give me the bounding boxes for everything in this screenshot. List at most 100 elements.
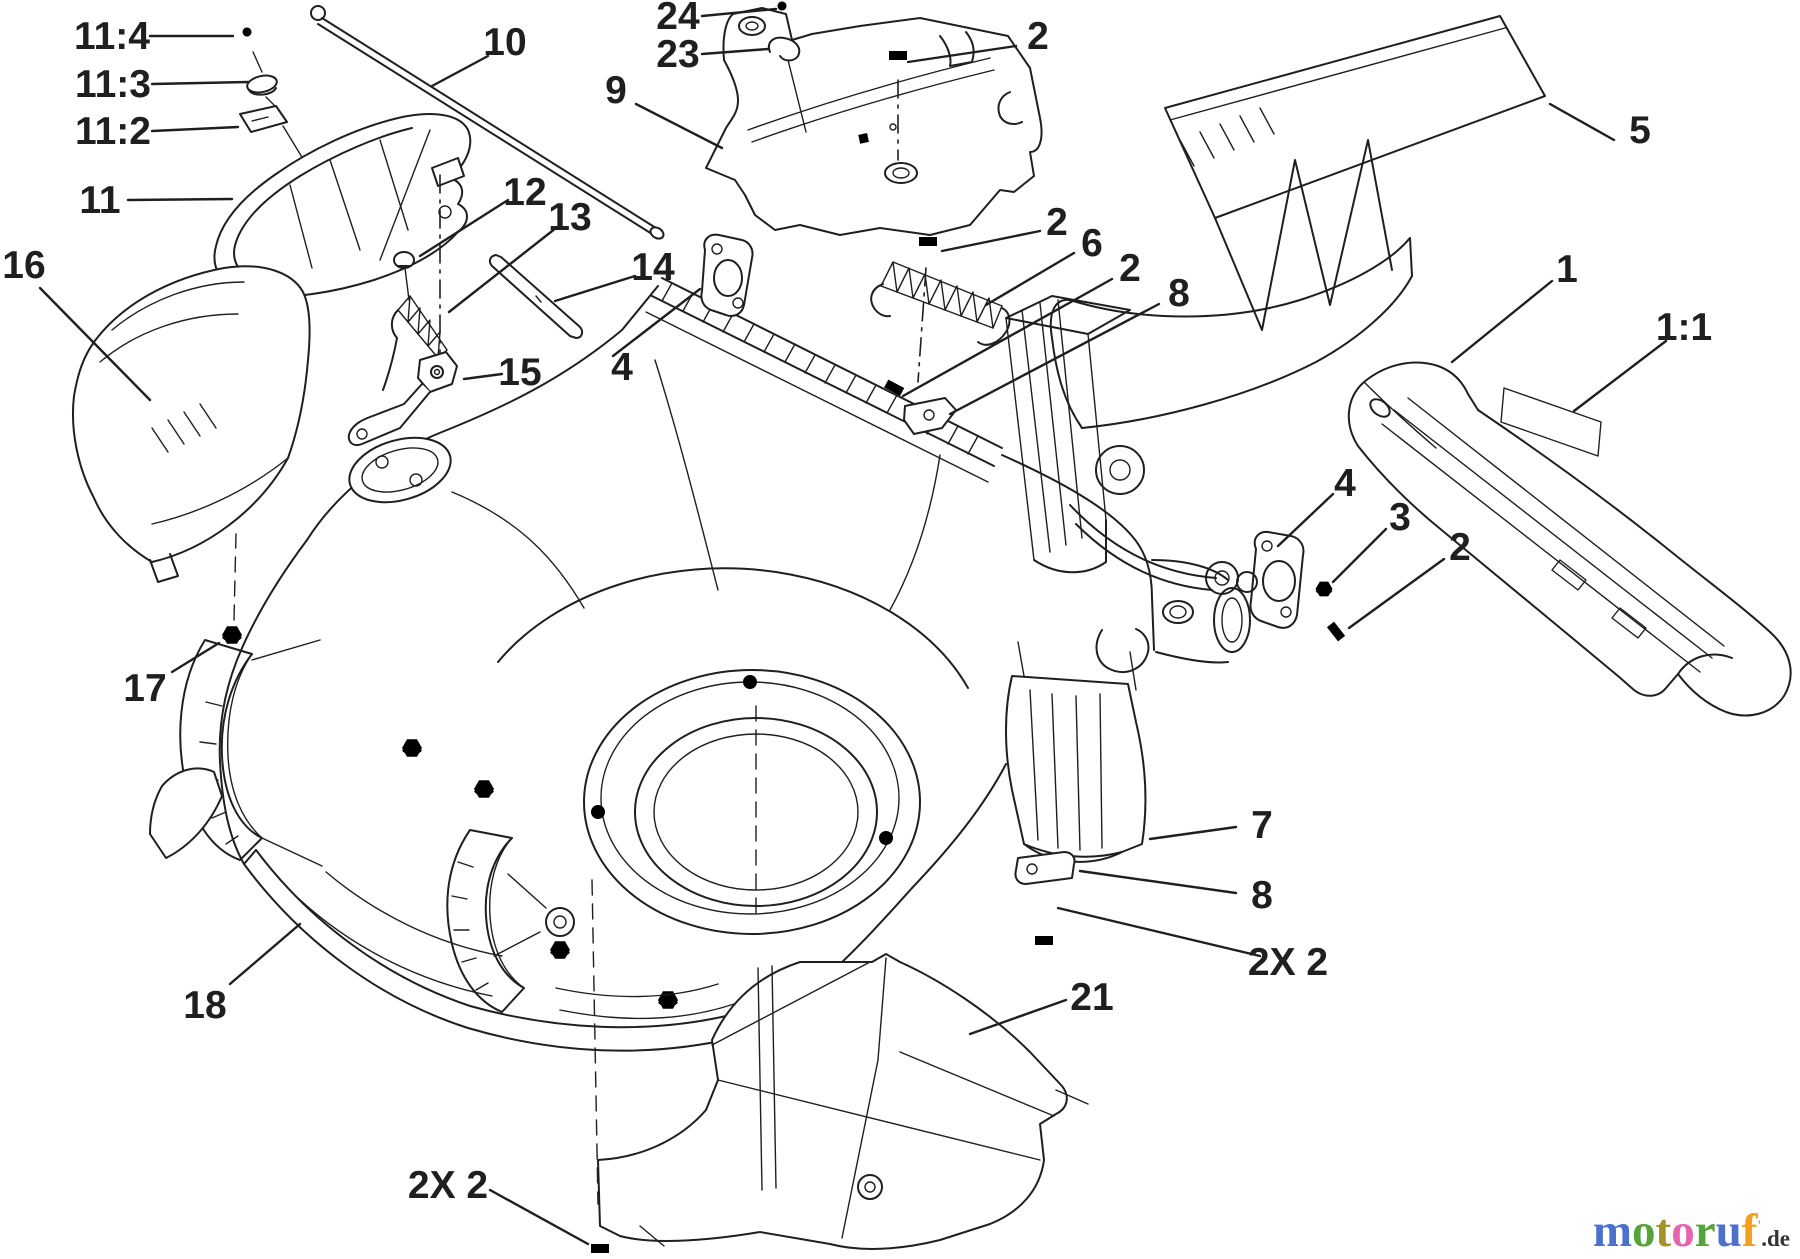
callout-9: 9 [605, 69, 627, 112]
leader-5 [1548, 102, 1616, 142]
callout-8-lower: 8 [1251, 874, 1273, 917]
leader-2-top [906, 44, 1018, 64]
leader-21 [968, 998, 1068, 1036]
leader-9 [634, 102, 724, 150]
part-11-3-cap [246, 74, 278, 108]
callout-11-4: 11:4 [74, 15, 150, 58]
leader-4-left [611, 287, 702, 358]
callout-15: 15 [498, 351, 541, 394]
fastener-3-nut [1315, 581, 1333, 597]
fastener-2x2-right-bolt [1035, 920, 1053, 945]
callout-1-1: 1:1 [1656, 306, 1712, 349]
part-6-spring [870, 261, 1011, 346]
callout-21: 21 [1070, 976, 1113, 1019]
logo-letter: u [1715, 1205, 1742, 1257]
deck-front-arch-center [446, 829, 575, 1013]
leader-17 [170, 641, 221, 674]
part-4-right-gasket [1249, 530, 1305, 629]
leader-1 [1450, 279, 1554, 364]
logo-letter: f [1741, 1205, 1758, 1257]
leader-2x2-right [1056, 906, 1262, 958]
leader-16 [38, 286, 152, 402]
leader-14 [553, 274, 637, 303]
callout-4-left: 4 [611, 346, 633, 389]
leader-13 [447, 226, 558, 314]
part-10-rod [310, 5, 665, 240]
leader-11 [126, 197, 234, 202]
part-5-baffle [1049, 15, 1546, 429]
callout-3: 3 [1389, 496, 1411, 539]
callout-4-right: 4 [1334, 462, 1356, 505]
part-12-bolt [393, 174, 441, 367]
callout-24: 24 [656, 0, 700, 38]
fastener-17-nut [222, 533, 242, 644]
leader-18 [228, 922, 302, 986]
deflector-mount-axis [591, 879, 599, 1205]
leader-10 [430, 54, 490, 88]
callout-2-top: 2 [1027, 15, 1049, 58]
deck-housing [149, 174, 1258, 1205]
callout-10: 10 [483, 21, 526, 64]
part-13-spring [382, 295, 448, 391]
part-7-guard [1005, 641, 1147, 863]
leader-11-2 [150, 125, 240, 133]
logo-tld: .de [1761, 1226, 1790, 1251]
decal-1-1 [1500, 387, 1602, 457]
leader-8-upper [948, 302, 1161, 416]
leader-7 [1148, 825, 1238, 841]
part-15-bracket [347, 351, 458, 446]
part-9-cover [705, 7, 1043, 236]
deck-rear-rail [645, 277, 1003, 483]
callout-12: 12 [503, 171, 546, 214]
leader-lines [38, 7, 1668, 1246]
callout-2-mid-b: 2 [1119, 247, 1141, 290]
leader-2-mid-a [940, 229, 1042, 253]
part-11-4-screw [236, 26, 263, 73]
logo-letter: o [1632, 1205, 1656, 1257]
logo-letter: t [1655, 1205, 1672, 1257]
callout-2-mid-a: 2 [1046, 201, 1068, 244]
leader-2-right [1347, 557, 1446, 630]
leader-1-1 [1572, 339, 1668, 413]
callout-16: 16 [2, 244, 45, 287]
leader-11-3 [150, 80, 250, 86]
deck-front-arch-left [179, 639, 323, 867]
part-8-lower-bracket [1014, 851, 1076, 885]
deck-bag-frame [1005, 295, 1258, 673]
part-4-left-gasket [700, 233, 754, 317]
logo-letter: r [1694, 1205, 1716, 1257]
callout-2x2-right: 2X 2 [1248, 941, 1328, 984]
callout-13: 13 [548, 196, 591, 239]
logo-trademark-tick: ' [1757, 1218, 1762, 1234]
leader-2x2-bottom [488, 1188, 590, 1246]
fastener-2x2-bottom-bolt [591, 1228, 609, 1253]
leader-12 [418, 198, 510, 258]
callout-8-upper: 8 [1168, 272, 1190, 315]
deck-center-rings [497, 567, 969, 935]
fastener-23-clamp [768, 36, 807, 133]
callout-6: 6 [1081, 222, 1103, 265]
callout-1: 1 [1556, 248, 1578, 291]
leader-24 [700, 7, 778, 18]
callout-14: 14 [631, 246, 675, 289]
callout-11-3: 11:3 [75, 63, 151, 106]
callout-23: 23 [656, 33, 699, 76]
callout-labels: 11:4 11:3 11:2 11 16 10 24 23 9 2 5 12 1… [2, 0, 1712, 1207]
leader-4-right [1276, 492, 1335, 548]
fastener-2-top-bolt [889, 51, 907, 161]
part-1-side-cover [1347, 361, 1792, 717]
logo-letter: o [1671, 1205, 1695, 1257]
fastener-2-right-bolt [1326, 611, 1358, 642]
callout-18: 18 [183, 984, 226, 1027]
part-8-upper-bracket [903, 397, 957, 435]
motoruf-logo[interactable]: motoruf'.de [1593, 1208, 1790, 1255]
leader-15 [462, 372, 504, 381]
leader-3 [1331, 527, 1388, 584]
part-21-deflector [597, 953, 1089, 1250]
leader-6 [984, 251, 1076, 307]
callout-11-2: 11:2 [75, 110, 151, 153]
callout-2x2-bottom: 2X 2 [408, 1164, 488, 1207]
part-16-side-cover [71, 265, 311, 583]
